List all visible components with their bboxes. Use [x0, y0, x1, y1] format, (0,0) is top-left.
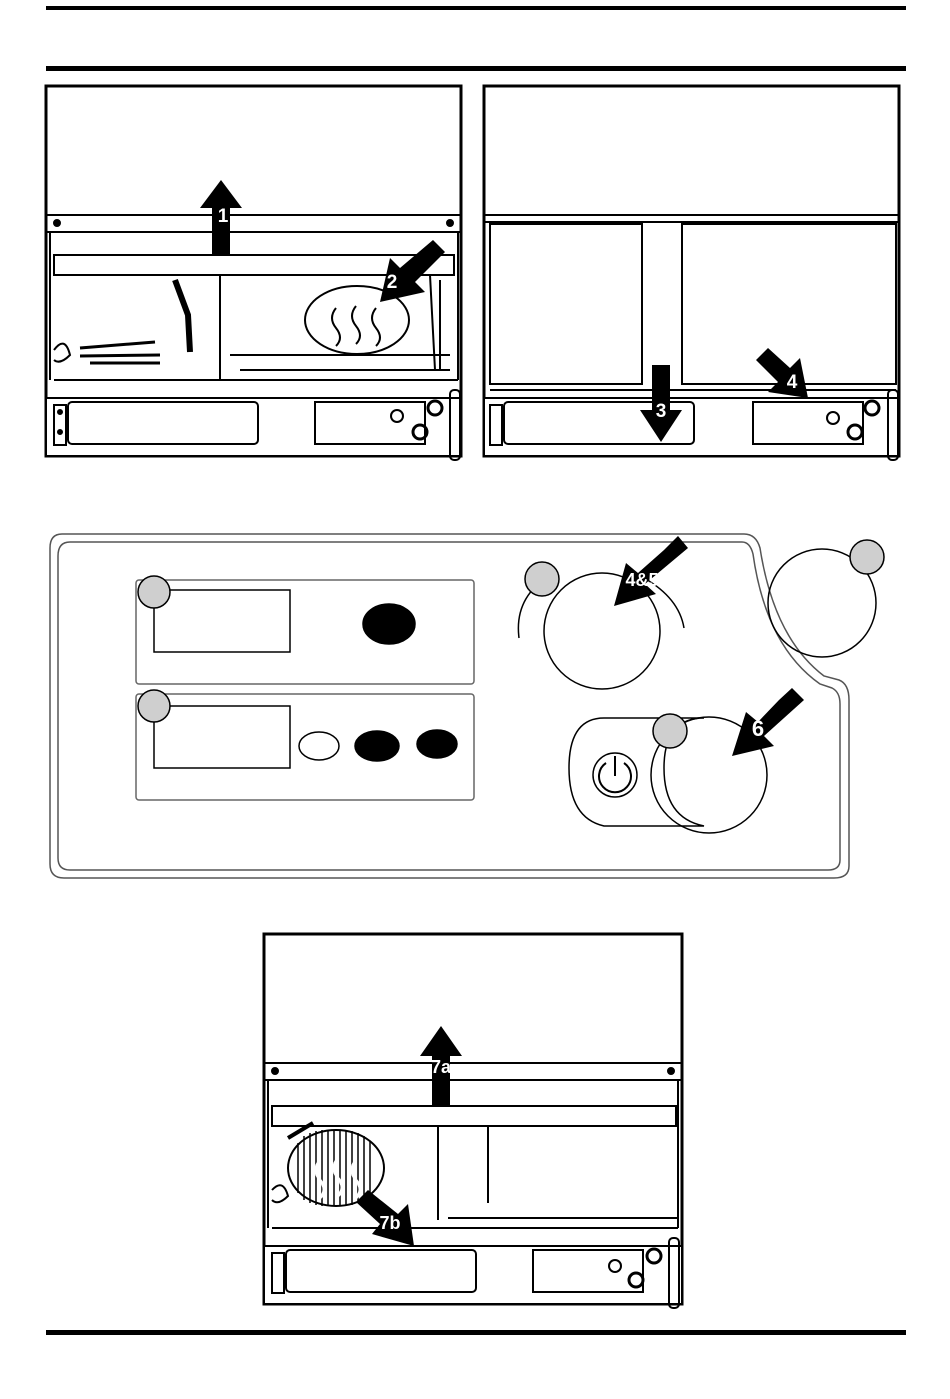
top-rule: [46, 6, 906, 10]
figure-control-panel: [44, 528, 894, 888]
power-icon: [599, 756, 631, 792]
figure-grill-open-bottom: [258, 928, 688, 1313]
figure-grill-open-left: [40, 80, 470, 465]
toast-icon: [299, 604, 457, 761]
figure-grill-closed-right: [478, 80, 908, 465]
arrow-diagonal-icon: [614, 536, 688, 606]
footer-rule: [46, 1330, 906, 1335]
header-rule: [46, 66, 906, 71]
arrow-diagonal-icon: [732, 688, 804, 756]
